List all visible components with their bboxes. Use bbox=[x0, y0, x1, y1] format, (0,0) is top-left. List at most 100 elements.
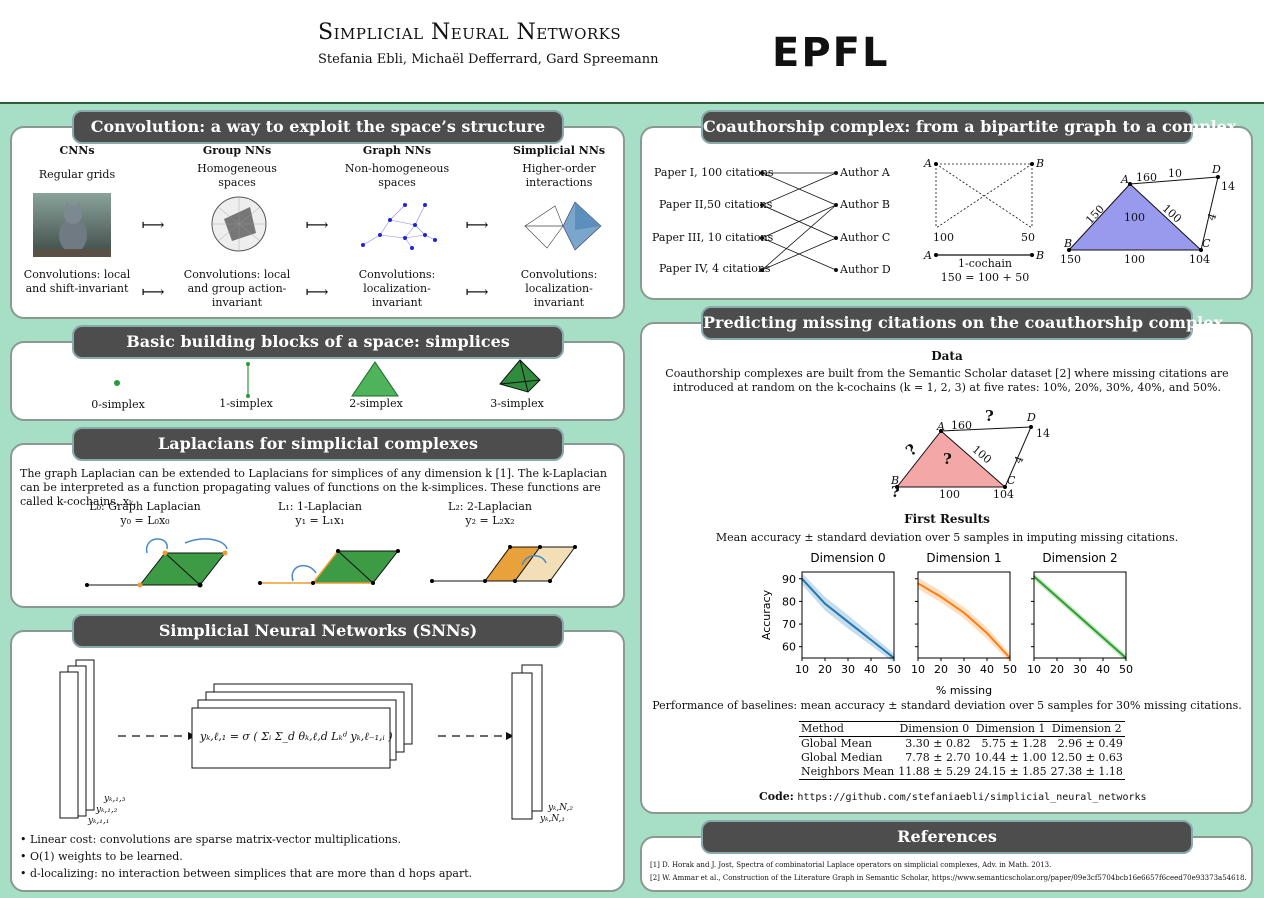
author-a: Author A bbox=[840, 166, 890, 179]
cochain-label-b: B bbox=[1036, 249, 1045, 262]
table-cell: 24.15 ± 1.85 bbox=[972, 765, 1049, 780]
graphnn-desc: Non-homogeneous spaces bbox=[344, 162, 450, 189]
data-point-dim0 bbox=[847, 620, 849, 623]
zero-simplex-icon bbox=[114, 380, 120, 386]
convolution-title: Convolution: a way to exploit the space’… bbox=[72, 110, 564, 144]
data-point-dim2 bbox=[1102, 636, 1104, 639]
snn-bullet-2: • O(1) weights to be learned. bbox=[20, 850, 183, 863]
tri-Dv: 14 bbox=[1221, 180, 1235, 193]
table-cell: 10.44 ± 1.00 bbox=[974, 751, 1047, 764]
tri-B: B bbox=[1064, 237, 1073, 250]
snn-bullet-3: • d-localizing: no interaction between s… bbox=[20, 867, 473, 880]
x-tick-label: 10 bbox=[911, 663, 925, 676]
laplacians-text: The graph Laplacian can be extended to L… bbox=[20, 467, 607, 508]
tri-center: 100 bbox=[1124, 211, 1145, 224]
x-tick-label: 30 bbox=[841, 663, 855, 676]
snn-bullet-1: • Linear cost: convolutions are sparse m… bbox=[20, 833, 402, 846]
snn-bullet-3-text: d-localizing: no interaction between sim… bbox=[30, 867, 473, 880]
table-cell: 27.38 ± 1.18 bbox=[1048, 765, 1125, 780]
snn-right-label-2: yₖ,N,₂ bbox=[548, 803, 573, 813]
arrow-4: ⟼ bbox=[141, 282, 165, 301]
l0-diagram bbox=[85, 538, 228, 588]
snn-bullet-1-text: Linear cost: convolutions are sparse mat… bbox=[30, 833, 402, 846]
sq-label-r: 50 bbox=[1021, 231, 1035, 244]
data-heading: Data bbox=[931, 349, 963, 363]
l0-eq: y₀ = L₀x₀ bbox=[120, 514, 170, 527]
table-row: Neighbors Mean 11.88 ± 5.29 24.15 ± 1.85… bbox=[799, 765, 1125, 780]
arrow-5: ⟼ bbox=[305, 282, 329, 301]
table-header-method: Method bbox=[799, 721, 897, 737]
l0-name: L₀: Graph Laplacian bbox=[89, 500, 201, 513]
poster-authors: Stefania Ebli, Michaël Defferrard, Gard … bbox=[318, 52, 659, 67]
simplicialnn-prop: Convolutions: localization-invariant bbox=[520, 268, 598, 309]
x-tick-label: 40 bbox=[864, 663, 878, 676]
snn-left-stack bbox=[59, 659, 95, 819]
simplicialnn-name: Simplicial NNs bbox=[512, 144, 606, 157]
paper-3: Paper III, 10 citations bbox=[652, 231, 774, 244]
x-tick-label: 40 bbox=[1096, 663, 1110, 676]
snn-right-stack bbox=[511, 664, 543, 820]
baseline-text: Performance of baselines: mean accuracy … bbox=[652, 699, 1242, 712]
l1-diagram bbox=[258, 549, 400, 585]
table-cell: Neighbors Mean bbox=[799, 765, 897, 780]
table-header-dim0: Dimension 0 bbox=[896, 721, 973, 737]
coauthorship-title: Coauthorship complex: from a bipartite g… bbox=[701, 110, 1236, 144]
tri-Bv: 150 bbox=[1060, 253, 1081, 266]
code-label: Code: bbox=[759, 790, 794, 803]
graph-network-icon bbox=[361, 203, 437, 250]
data-point-dim2 bbox=[1056, 596, 1058, 598]
three-simplex-icon bbox=[499, 359, 541, 393]
zero-simplex-label: 0-simplex bbox=[91, 398, 145, 411]
x-tick-label: 30 bbox=[957, 663, 971, 676]
arrow-3: ⟼ bbox=[465, 215, 489, 234]
l2-diagram bbox=[430, 545, 577, 583]
cochain-eq: 150 = 100 + 50 bbox=[940, 271, 1030, 284]
results-text: Mean accuracy ± standard deviation over … bbox=[715, 531, 1179, 544]
std-band-dim1 bbox=[918, 577, 1010, 663]
x-tick-label: 20 bbox=[818, 663, 832, 676]
groupnn-name: Group NNs bbox=[202, 144, 272, 157]
pred-tri-D: D bbox=[1027, 411, 1036, 424]
l2-eq: y₂ = L₂x₂ bbox=[465, 514, 515, 527]
pred-tri-bc: 100 bbox=[939, 488, 960, 501]
data-point-dim2 bbox=[1079, 616, 1081, 619]
one-simplex-label: 1-simplex bbox=[219, 397, 273, 410]
cochain-square bbox=[934, 162, 1034, 257]
snn-right-label-1: yₖ,N,₁ bbox=[540, 814, 565, 824]
data-point-dim0 bbox=[824, 602, 826, 605]
x-tick-label: 50 bbox=[1119, 663, 1133, 676]
x-tick-label: 30 bbox=[1073, 663, 1087, 676]
two-simplex-label: 2-simplex bbox=[349, 397, 403, 410]
snn-bullet-2-text: O(1) weights to be learned. bbox=[30, 850, 183, 863]
sphere-mesh-icon bbox=[211, 196, 267, 252]
table-cell: 12.50 ± 0.63 bbox=[1050, 751, 1123, 764]
tri-ad: 10 bbox=[1168, 167, 1182, 180]
simplicial-complex-icon bbox=[524, 201, 602, 251]
sq-label-a: A bbox=[924, 157, 932, 170]
author-d: Author D bbox=[840, 263, 891, 276]
x-tick-label: 40 bbox=[980, 663, 994, 676]
prediction-title: Predicting missing citations on the coau… bbox=[701, 306, 1223, 340]
l2-name: L₂: 2-Laplacian bbox=[448, 500, 532, 513]
epfl-logo: EPFL bbox=[772, 30, 890, 76]
snn-dashed-arrow-left bbox=[118, 732, 196, 740]
reference-1: [1] D. Horak and J. Jost, Spectra of com… bbox=[650, 861, 1052, 869]
poster-header: Simplicial Neural Networks Stefania Ebli… bbox=[0, 0, 1264, 104]
code-link[interactable]: https://github.com/stefaniaebli/simplici… bbox=[797, 792, 1147, 803]
pred-tri-Dv: 14 bbox=[1036, 427, 1050, 440]
data-point-dim1 bbox=[963, 611, 965, 614]
references-title: References bbox=[701, 820, 1193, 854]
snn-left-label-1: yₖ,₁,₁ bbox=[88, 816, 110, 826]
snn-title: Simplicial Neural Networks (SNNs) bbox=[72, 614, 564, 648]
bipartite-graph bbox=[760, 171, 838, 272]
panel-title-dim1: Dimension 1 bbox=[926, 551, 1001, 565]
data-point-dim1 bbox=[986, 632, 988, 634]
results-heading: First Results bbox=[904, 512, 990, 526]
simplices-title: Basic building blocks of a space: simpli… bbox=[72, 325, 564, 359]
three-simplex-label: 3-simplex bbox=[490, 397, 544, 410]
y-tick-label: 60 bbox=[782, 641, 796, 654]
poster-title: Simplicial Neural Networks bbox=[318, 20, 622, 45]
cochain-label-a: A bbox=[924, 249, 932, 262]
snn-dashed-arrow-right bbox=[438, 732, 514, 740]
